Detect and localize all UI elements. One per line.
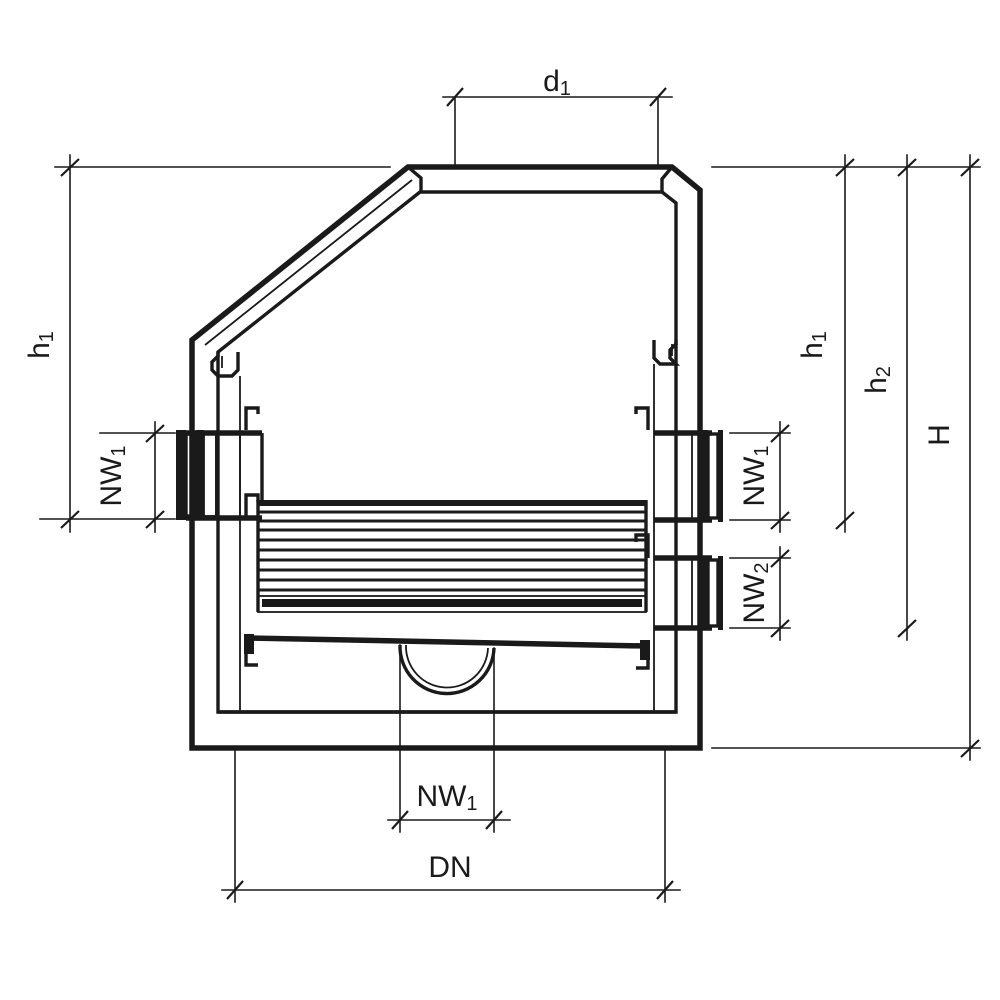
dimension-label-dn: DN xyxy=(428,851,471,884)
h1-left-tick-bottom xyxy=(60,510,80,529)
H-right-tick-top xyxy=(960,158,980,177)
drain-port-inner xyxy=(405,644,489,689)
h2-right-tick-top xyxy=(897,158,917,177)
right-flange-lower xyxy=(654,555,723,631)
left-flange xyxy=(176,430,264,521)
left-flange-neck-a xyxy=(196,430,204,520)
dimension-label-nw1-left: NW1 xyxy=(95,445,130,506)
dimension-label-d1: d1 xyxy=(543,65,571,100)
dimension-label-h1-right: h1 xyxy=(796,331,831,359)
nw2-right-tick-top xyxy=(770,549,790,568)
dimension-dn-bottom: DN xyxy=(221,747,681,903)
right-lower-flange-neck xyxy=(700,556,708,630)
right-wall-notch xyxy=(652,340,681,366)
right-upper-flange-face-plate xyxy=(718,430,723,522)
dimension-h1-left: h1 xyxy=(23,154,391,533)
nw1-left-tick-top xyxy=(145,424,165,443)
left-wall-notch xyxy=(210,352,240,378)
support-bar-right-end xyxy=(640,640,650,660)
dimension-label-nw1-bottom: NW1 xyxy=(416,780,477,815)
dimension-nw1-left: NW1 xyxy=(95,421,176,533)
right-lower-flange-face-plate xyxy=(718,556,723,630)
dimension-d1: d1 xyxy=(442,65,673,169)
filter-element xyxy=(256,500,648,613)
h1-right-tick-bottom xyxy=(835,511,855,530)
dimension-label-nw2-right: NW2 xyxy=(738,562,773,623)
nw1-left-tick-bottom xyxy=(145,510,165,529)
right-flange-upper xyxy=(654,430,723,523)
right-upper-clip xyxy=(634,406,650,430)
dimension-nw2-right: NW2 xyxy=(729,546,791,641)
top-left-chamfer xyxy=(406,165,423,192)
dimension-nw1-right: NW1 xyxy=(729,421,791,533)
nw1-bottom-tick-right xyxy=(485,810,503,830)
drain-port-outer xyxy=(398,644,496,696)
filter-mesh-band xyxy=(262,599,642,607)
nw1-right-tick-top xyxy=(770,424,790,443)
filter-top-cap xyxy=(258,500,646,506)
h2-right-tick-bottom xyxy=(897,619,917,638)
d1-tick-right xyxy=(649,87,667,107)
right-upper-flange-neck xyxy=(700,430,708,522)
left-flange-face-plate xyxy=(176,430,186,520)
h1-right-tick-top xyxy=(835,158,855,177)
dimension-h2-right: h2 xyxy=(860,154,917,641)
housing-body xyxy=(189,164,703,751)
nw1-right-tick-bottom xyxy=(770,511,790,530)
dn-tick-right xyxy=(656,880,674,900)
left-lower-clip xyxy=(244,493,260,520)
dimension-label-nw1-right: NW1 xyxy=(738,445,773,506)
support-bar xyxy=(249,635,646,649)
d1-tick-left xyxy=(446,87,464,107)
dimension-label-H-right: H xyxy=(923,424,956,446)
H-right-tick-bottom xyxy=(960,739,980,758)
dimension-label-h2-right: h2 xyxy=(860,366,895,394)
support-bar-left-end xyxy=(244,634,254,654)
nw2-right-tick-bottom xyxy=(770,619,790,638)
lower-chamber xyxy=(244,634,650,696)
top-right-chamfer xyxy=(660,165,674,192)
dimension-label-h1-left: h1 xyxy=(23,331,58,359)
h1-left-tick-top xyxy=(60,158,80,177)
dimension-h1-right: h1 xyxy=(711,154,981,533)
dimension-H-right: H xyxy=(711,154,981,761)
dn-tick-left xyxy=(226,880,244,900)
left-upper-clip xyxy=(244,406,260,430)
slope-detail-line xyxy=(204,179,413,346)
nw1-bottom-tick-left xyxy=(391,810,409,830)
dimension-nw1-bottom: NW1 xyxy=(387,644,511,833)
